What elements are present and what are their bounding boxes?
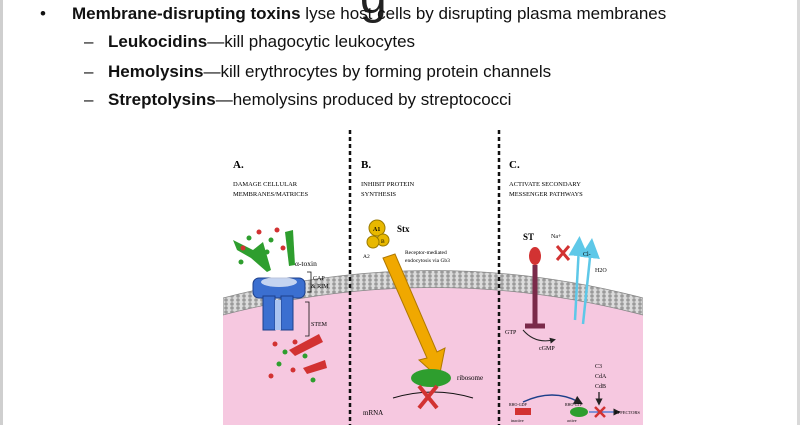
effector-block-x-icon	[594, 406, 606, 418]
rho-gtp-label: RHO-GTP	[565, 402, 583, 407]
alpha-toxin-pore	[233, 230, 327, 374]
sub-item-term: Leukocidins	[108, 32, 208, 51]
b-subunit-label: B	[381, 239, 385, 245]
c3-label: C3	[595, 364, 602, 370]
bullet-membrane-toxins: Membrane-disrupting toxins lyse host cel…	[72, 4, 666, 24]
rim-label: & RIM	[311, 284, 329, 290]
cgmp-label: cGMP	[539, 346, 555, 352]
cap-label: CAP	[313, 276, 325, 282]
chloride-efflux-arrow	[568, 236, 589, 321]
receptor-label-2: endocytosis via Gb3	[405, 258, 450, 264]
ribosome	[411, 369, 451, 387]
sodium-block-x-icon	[555, 245, 571, 261]
cda-label: CdA	[595, 374, 607, 380]
gtp-label: GTP	[505, 330, 517, 336]
rho-gtp-active	[570, 407, 588, 417]
sodium-label: Na+	[551, 234, 562, 240]
toxin-mechanism-figure: A. DAMAGE CELLULAR MEMBRANES/MATRICES B.…	[222, 130, 644, 425]
dash-symbol: –	[84, 90, 94, 109]
panel-b-letter: B.	[361, 159, 371, 171]
left-slide-edge	[0, 0, 3, 425]
active-label: active	[567, 418, 577, 423]
gtp-conversion-arrow	[522, 329, 556, 344]
figure-svg: A. DAMAGE CELLULAR MEMBRANES/MATRICES B.…	[222, 130, 644, 425]
a2-label: A2	[363, 254, 370, 260]
panel-a-heading-1: DAMAGE CELLULAR	[233, 181, 298, 188]
effectors-label: EFFECTORS	[615, 410, 640, 415]
chloride-label: Cl-	[583, 252, 591, 258]
receptor-label-1: Receptor-mediated	[405, 250, 447, 256]
a1-label: A1	[373, 227, 380, 233]
stem-label: STEM	[311, 322, 328, 328]
block-x-icon	[417, 384, 439, 410]
panel-b-heading-1: INHIBIT PROTEIN	[361, 181, 414, 188]
panel-c-letter: C.	[509, 159, 520, 171]
panel-a-heading-2: MEMBRANES/MATRICES	[233, 191, 309, 198]
mrna-label: mRNA	[363, 409, 383, 417]
bullet-term: Membrane-disrupting toxins	[72, 4, 301, 23]
sub-item-term: Streptolysins	[108, 90, 216, 109]
sub-item-leukocidins: Leukocidins—kill phagocytic leukocytes	[108, 32, 415, 52]
water-efflux-arrow	[580, 238, 600, 325]
cap-bracket	[307, 271, 312, 293]
sub-item-text: —kill phagocytic leukocytes	[207, 32, 416, 51]
right-slide-edge	[797, 0, 800, 425]
panel-b-heading-2: SYNTHESIS	[361, 191, 396, 198]
guanylate-cyclase-receptor	[525, 265, 545, 329]
alpha-toxin-label: α-toxin	[295, 259, 317, 268]
cdb-label: CdB	[595, 384, 606, 390]
st-toxin	[529, 247, 541, 265]
ribosome-label: ribosome	[457, 374, 483, 382]
sub-item-text: —hemolysins produced by streptococci	[215, 90, 512, 109]
rho-activation-arrow	[522, 394, 583, 405]
bullet-symbol: •	[40, 4, 46, 23]
dash-symbol: –	[84, 32, 94, 51]
shiga-toxin	[366, 219, 390, 249]
stx-label: Stx	[397, 224, 410, 234]
panel-c-heading-2: MESSENGER PATHWAYS	[509, 191, 583, 198]
water-label: H2O	[595, 268, 607, 274]
endocytosis-arrow	[382, 253, 446, 379]
rho-gdp-label: RHO-GDP	[509, 402, 528, 407]
dash-symbol: –	[84, 62, 94, 81]
sub-item-term: Hemolysins	[108, 62, 204, 81]
slide-title-fragment: g	[360, 0, 387, 25]
st-label: ST	[523, 232, 534, 242]
bullet-text: lyse host cells by disrupting plasma mem…	[300, 4, 667, 23]
sub-item-hemolysins: Hemolysins—kill erythrocytes by forming …	[108, 62, 551, 82]
inactive-label: inactive	[511, 418, 524, 423]
rho-gdp-inactive	[515, 408, 531, 415]
sub-item-streptolysins: Streptolysins—hemolysins produced by str…	[108, 90, 511, 110]
stem-bracket	[305, 301, 310, 337]
panel-c-heading-1: ACTIVATE SECONDARY	[509, 181, 581, 188]
panel-a-letter: A.	[233, 159, 244, 171]
sub-item-text: —kill erythrocytes by forming protein ch…	[203, 62, 552, 81]
released-ions	[238, 227, 316, 383]
